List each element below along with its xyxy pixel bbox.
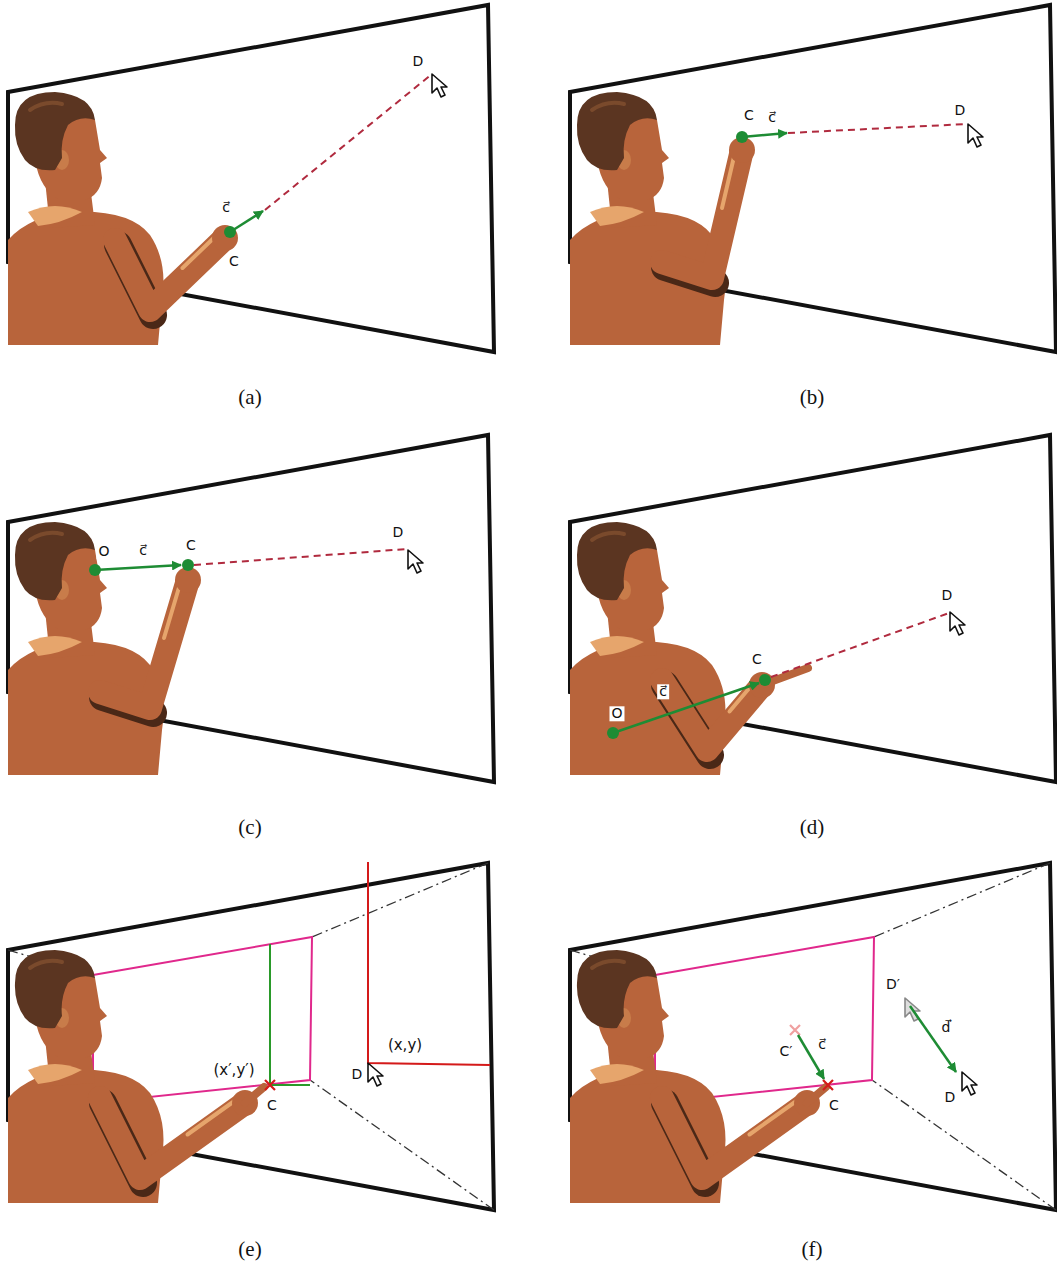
point-label: D xyxy=(352,1067,363,1082)
point-label: C′ xyxy=(780,1044,793,1059)
wall-display xyxy=(570,435,1056,782)
person-arm xyxy=(100,1098,245,1178)
panel xyxy=(570,5,1056,352)
vector-arrow xyxy=(742,133,787,137)
person-hair xyxy=(15,92,95,170)
cross-mark xyxy=(790,1025,800,1035)
person-hair xyxy=(577,950,657,1028)
vector-overlay xyxy=(89,74,983,1095)
cursor-icon xyxy=(408,550,423,573)
panel xyxy=(8,862,494,1210)
coordinate-line xyxy=(368,862,490,1065)
point-label: C xyxy=(744,108,754,123)
person-hair xyxy=(577,92,657,170)
pointing-ray xyxy=(771,613,949,677)
point-label: D xyxy=(393,525,404,540)
vector-label: c⃗ xyxy=(222,200,230,215)
person-hair xyxy=(15,522,95,600)
person-arm xyxy=(662,1098,807,1178)
vector-label: c⃗ xyxy=(768,110,776,125)
coordinate-label: (x′,y′) xyxy=(213,1062,254,1079)
panel-caption: (c) xyxy=(238,816,261,839)
point-dot xyxy=(607,727,619,739)
point-label: C xyxy=(267,1098,277,1113)
hair-streak xyxy=(30,961,62,968)
person-arm xyxy=(115,238,225,310)
point-label: C xyxy=(229,254,239,269)
point-label: C xyxy=(752,652,762,667)
perspective-guide xyxy=(310,1080,494,1210)
wall-display xyxy=(8,863,494,1210)
perspective-guide xyxy=(312,863,488,937)
panel xyxy=(570,863,1056,1210)
panel xyxy=(8,5,494,352)
point-label: D xyxy=(942,588,953,603)
cursor-icon xyxy=(962,1072,977,1095)
pointing-ray xyxy=(265,74,432,210)
wall-display xyxy=(8,5,494,352)
vector-label: c⃗ xyxy=(818,1037,826,1052)
cursor-icon xyxy=(968,124,983,147)
person-arm xyxy=(662,680,762,750)
point-label: O xyxy=(609,706,624,721)
panel-caption: (b) xyxy=(800,386,825,409)
point-label: O xyxy=(96,544,111,559)
point-dot xyxy=(736,131,748,143)
shoulder-highlight xyxy=(590,1064,644,1084)
panel-caption: (d) xyxy=(800,816,825,839)
shoulder-highlight xyxy=(28,1064,82,1084)
vector-arrow xyxy=(613,683,759,733)
hair-streak xyxy=(592,961,624,968)
coordinate-label: (x,y) xyxy=(388,1037,422,1054)
vector-label: d⃗ xyxy=(942,1020,951,1035)
point-dot xyxy=(182,559,194,571)
point-dot xyxy=(759,674,771,686)
wall-display xyxy=(570,863,1056,1210)
panel-caption: (a) xyxy=(238,386,261,409)
shoulder-highlight xyxy=(590,636,644,656)
point-label: C xyxy=(186,538,196,553)
pointing-ray xyxy=(788,124,967,133)
person-hand xyxy=(212,225,238,251)
point-label: D xyxy=(413,54,424,69)
point-label: D xyxy=(945,1090,956,1105)
person-hair xyxy=(15,950,95,1028)
panel xyxy=(8,435,494,782)
hair-streak xyxy=(30,533,62,540)
shoulder-highlight xyxy=(28,636,82,656)
cross-mark xyxy=(265,1080,275,1090)
hair-streak xyxy=(592,533,624,540)
coordinate-line xyxy=(270,944,310,1085)
panel xyxy=(570,435,1056,782)
vector-label: c⃗ xyxy=(139,543,147,558)
vector-label: c⃗ xyxy=(657,684,669,699)
cross-mark xyxy=(823,1080,833,1090)
pointing-finger xyxy=(245,1087,264,1103)
pointing-ray xyxy=(194,549,407,565)
shoulder-highlight xyxy=(590,206,644,226)
point-label: C xyxy=(829,1098,839,1113)
vector-arrow xyxy=(95,565,181,570)
point-dot xyxy=(224,226,236,238)
point-label: D xyxy=(955,103,966,118)
panel-caption: (f) xyxy=(802,1238,823,1261)
panel-caption: (e) xyxy=(238,1238,261,1261)
cursor-icon xyxy=(950,612,965,635)
cursor-icon xyxy=(368,1063,383,1086)
hair-streak xyxy=(30,103,62,110)
point-label: D′ xyxy=(886,977,900,992)
perspective-guide xyxy=(872,1080,1056,1210)
hair-streak xyxy=(592,103,624,110)
point-dot xyxy=(89,564,101,576)
person-hair xyxy=(577,522,657,600)
wall-display xyxy=(570,5,1056,352)
vector-arrow xyxy=(910,1006,956,1072)
perspective-guide xyxy=(874,863,1050,937)
wall-display xyxy=(8,435,494,782)
shoulder-highlight xyxy=(28,206,82,226)
cursor-icon xyxy=(432,74,447,97)
